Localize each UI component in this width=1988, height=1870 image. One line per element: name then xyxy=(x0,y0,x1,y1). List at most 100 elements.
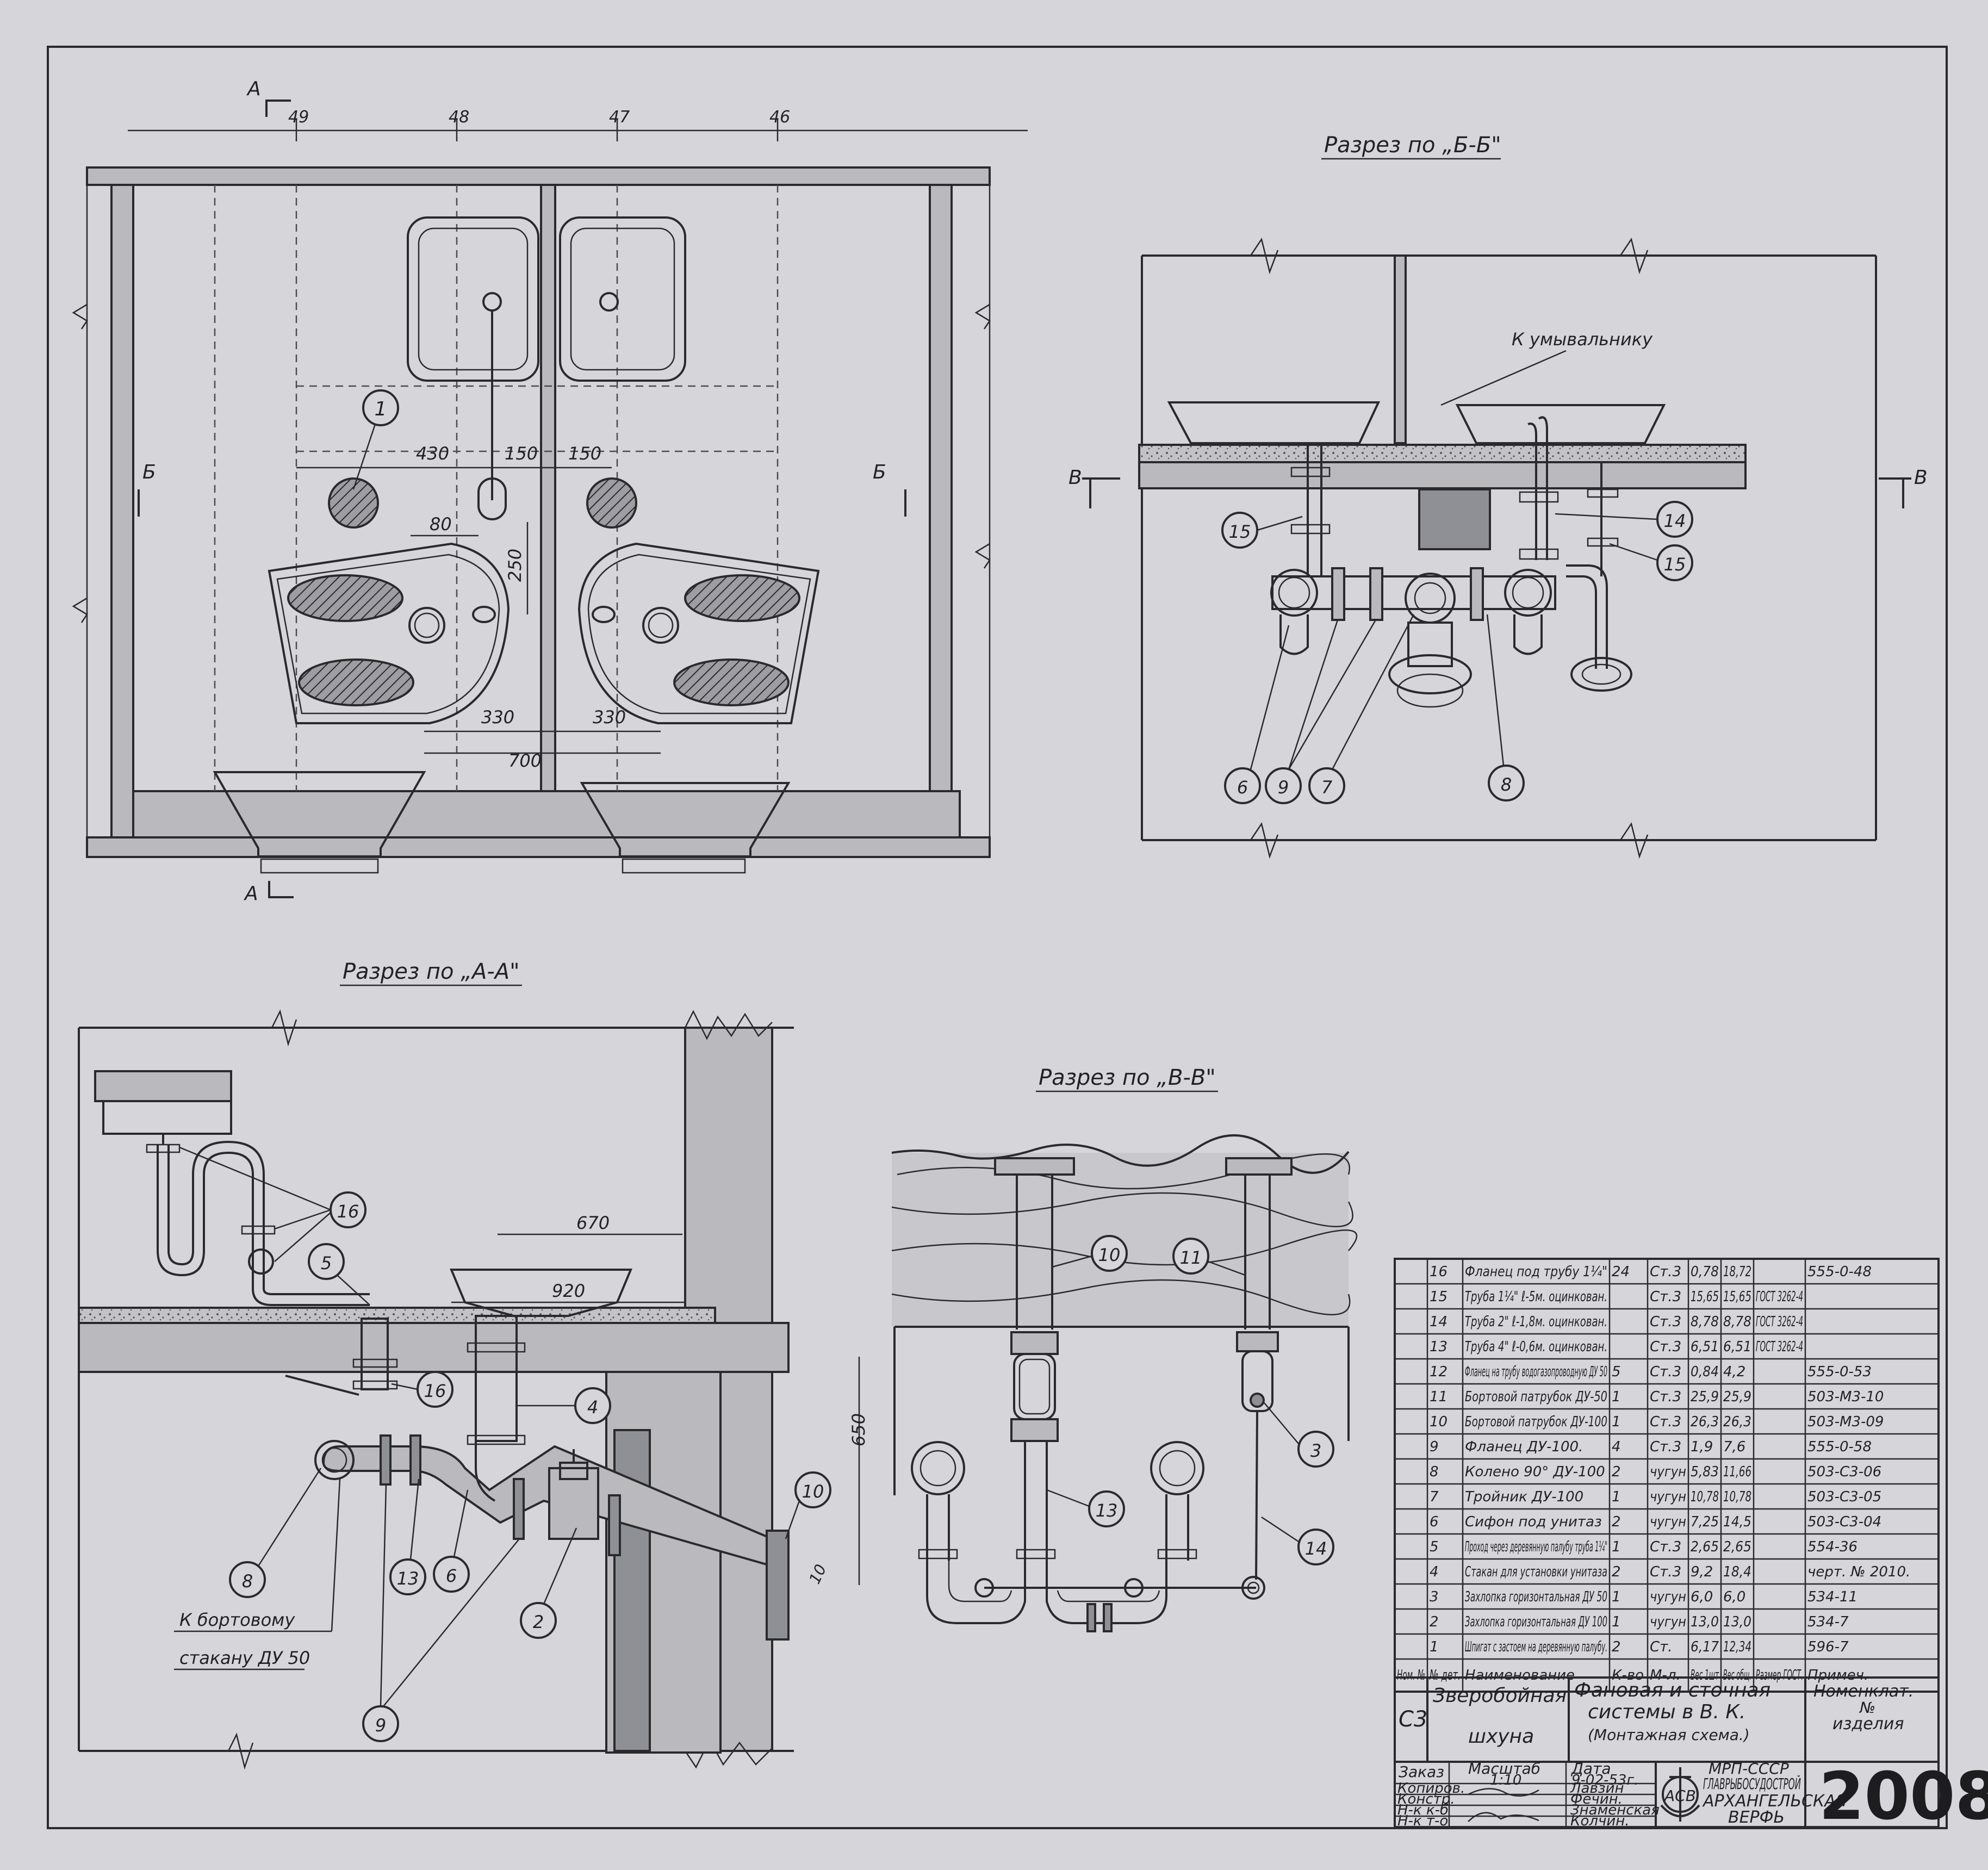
bom-cell-name: Фланец ДУ-100. xyxy=(1465,1439,1583,1455)
bom-cell-w1: 2,65 xyxy=(1691,1539,1719,1555)
bom-cell-no: 13 xyxy=(1430,1339,1447,1355)
bom-cell-qty: 2 xyxy=(1612,1564,1621,1580)
bom-cell-no: 12 xyxy=(1430,1364,1447,1380)
tb-org-3: АРХАНГЕЛЬСКАЯ xyxy=(1702,1792,1847,1811)
dim-330a: 330 xyxy=(481,707,514,728)
plan-view: 49 48 47 46 А А Б Б xyxy=(72,78,1028,905)
dim-920: 920 xyxy=(552,1281,585,1301)
frame-48: 48 xyxy=(449,108,469,127)
bom-row: 5 Проход через деревянную палубу труба 1¼… xyxy=(1430,1539,1857,1555)
bom-cell-note: 503-С3-06 xyxy=(1807,1464,1881,1480)
shipyard-logo-icon: АСВ xyxy=(1660,1767,1700,1822)
dim-80: 80 xyxy=(430,514,452,535)
bom-cell-no: 10 xyxy=(1430,1414,1447,1430)
bom-cell-name: Труба 4" ℓ-0,6м. оцинкован. xyxy=(1465,1339,1607,1355)
section-vv-title: Разрез по „В-В" xyxy=(1039,1065,1216,1090)
bom-cell-mat: Ст.3 xyxy=(1650,1339,1681,1355)
callout-bb-6: 6 xyxy=(1237,777,1248,798)
tb-nomen-2: № xyxy=(1859,1699,1875,1717)
bom-cell-wt: 6,0 xyxy=(1723,1589,1745,1605)
bom-cell-w1: 6,51 xyxy=(1691,1339,1719,1355)
bom-cell-w1: 6,0 xyxy=(1691,1589,1713,1605)
bom-cell-no: 15 xyxy=(1430,1289,1447,1305)
section-bb-view: Разрез по „Б-Б" К умывальнику В В xyxy=(1068,133,1928,859)
section-aa-title: Разрез по „А-А" xyxy=(343,959,520,984)
dim-150b: 150 xyxy=(568,443,601,464)
tb-nomen-1: Номенклат. xyxy=(1813,1682,1914,1701)
tb-order-label: Заказ xyxy=(1399,1763,1444,1781)
callout-vv-11: 11 xyxy=(1180,1247,1202,1268)
tb-role-1: Копиров. xyxy=(1397,1780,1465,1797)
bom-header-3: К-во xyxy=(1612,1667,1644,1683)
callout-aa-16a: 16 xyxy=(337,1201,359,1222)
bom-cell-qty: 1 xyxy=(1612,1489,1621,1505)
callout-bb-8: 8 xyxy=(1501,774,1512,795)
bom-cell-gost: ГОСТ 3262-4 xyxy=(1756,1314,1803,1330)
tb-code: С3 xyxy=(1399,1707,1427,1732)
bom-cell-wt: 18,4 xyxy=(1723,1564,1751,1580)
bom-cell-wt: 4,2 xyxy=(1723,1364,1745,1380)
bom-cell-note: черт. № 2010. xyxy=(1807,1564,1910,1580)
tb-scale-value: 1:10 xyxy=(1490,1772,1521,1788)
bom-cell-w1: 1,9 xyxy=(1691,1439,1713,1455)
bom-cell-w1: 25,9 xyxy=(1691,1389,1719,1405)
mark-b-left: Б xyxy=(142,461,156,483)
bom-cell-name: Захлопка горизонтальная ДУ 50 xyxy=(1465,1589,1607,1605)
tb-date-label: Дата xyxy=(1570,1760,1611,1778)
tb-title-3: (Монтажная схема.) xyxy=(1588,1726,1750,1744)
bom-cell-mat: чугун xyxy=(1650,1614,1686,1630)
callout-bb-9: 9 xyxy=(1278,777,1289,798)
callout-aa-16b: 16 xyxy=(424,1381,446,1401)
tb-name-2: Фечин. xyxy=(1570,1791,1623,1807)
mark-b-right: Б xyxy=(873,461,886,483)
bom-cell-name: Труба 1¼" ℓ-5м. оцинкован. xyxy=(1465,1289,1607,1305)
callout-vv-10: 10 xyxy=(1098,1245,1121,1265)
drawing-number: 2008 xyxy=(1819,1759,1988,1835)
bom-cell-note: 554-36 xyxy=(1807,1539,1857,1555)
tb-date-value: 9-02-53г. xyxy=(1571,1772,1638,1788)
tb-org-1: МРП-СССР xyxy=(1709,1760,1789,1778)
bom-cell-no: 14 xyxy=(1430,1314,1447,1330)
bom-cell-gost: ГОСТ 3262-4 xyxy=(1756,1339,1803,1355)
tb-vessel-1: Зверобойная xyxy=(1433,1685,1567,1707)
bom-cell-no: 3 xyxy=(1430,1589,1439,1605)
bom-cell-no: 5 xyxy=(1430,1539,1439,1555)
bom-cell-note: 534-11 xyxy=(1807,1589,1857,1605)
bom-cell-w1: 0,84 xyxy=(1691,1364,1719,1380)
dim-700: 700 xyxy=(508,750,542,771)
bom-cell-wt: 14,5 xyxy=(1723,1514,1751,1530)
bom-cell-no: 11 xyxy=(1430,1389,1447,1405)
bom-cell-mat: Ст.3 xyxy=(1650,1389,1681,1405)
bom-cell-note: 555-0-58 xyxy=(1807,1439,1872,1455)
callout-bb-15a: 15 xyxy=(1229,521,1251,542)
bom-cell-no: 4 xyxy=(1430,1564,1439,1580)
callout-bb-7: 7 xyxy=(1321,777,1333,798)
bom-cell-note: 503-С3-04 xyxy=(1807,1514,1881,1530)
bom-cell-w1: 15,65 xyxy=(1691,1289,1719,1305)
bom-cell-note: 503-М3-10 xyxy=(1807,1389,1884,1405)
bom-cell-no: 9 xyxy=(1430,1439,1439,1455)
logo-letters: АСВ xyxy=(1663,1787,1696,1805)
bom-cell-qty: 1 xyxy=(1612,1414,1621,1430)
sheet-border xyxy=(47,46,1948,1829)
bom-cell-no: 6 xyxy=(1430,1514,1439,1530)
tb-title-2: системы в В. К. xyxy=(1588,1701,1745,1723)
bom-cell-mat: Ст.3 xyxy=(1650,1414,1681,1430)
callout-1: 1 xyxy=(375,398,387,420)
bom-cell-name: Проход через деревянную палубу труба 1¼" xyxy=(1465,1539,1607,1555)
bom-cell-qty: 4 xyxy=(1612,1439,1621,1455)
bom-cell-wt: 2,65 xyxy=(1723,1539,1751,1555)
callout-vv-14: 14 xyxy=(1305,1538,1327,1559)
tb-role-4: Н-к т-о xyxy=(1397,1813,1448,1829)
bom-cell-note: 555-0-48 xyxy=(1807,1264,1872,1280)
callout-aa-6: 6 xyxy=(446,1565,457,1586)
callout-aa-8: 8 xyxy=(242,1571,253,1592)
bom-cell-mat: Ст.3 xyxy=(1650,1539,1681,1555)
